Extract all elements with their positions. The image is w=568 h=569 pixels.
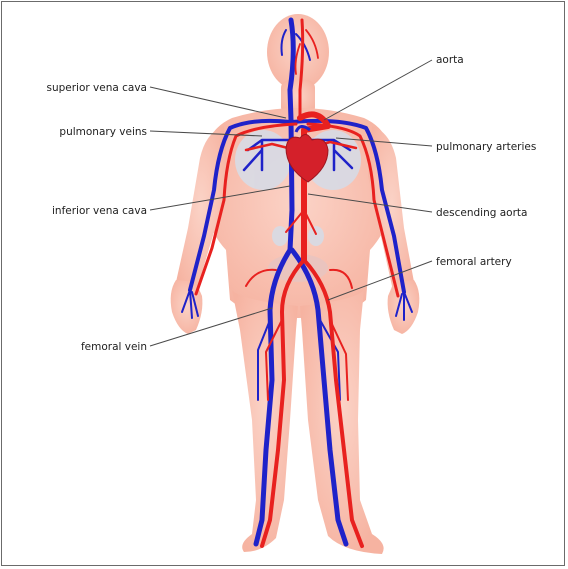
label-inferior-vena-cava: inferior vena cava xyxy=(52,205,147,217)
label-pulmonary-veins: pulmonary veins xyxy=(59,126,147,138)
label-femoral-vein: femoral vein xyxy=(81,341,147,353)
label-descending-aorta: descending aorta xyxy=(436,207,527,219)
label-pulmonary-arteries: pulmonary arteries xyxy=(436,141,536,153)
label-superior-vena-cava: superior vena cava xyxy=(46,82,147,94)
leader-aorta xyxy=(324,60,432,120)
leader-superior-vena-cava xyxy=(150,87,286,118)
label-aorta: aorta xyxy=(436,54,464,66)
label-femoral-artery: femoral artery xyxy=(436,256,512,268)
body-silhouette xyxy=(171,14,420,554)
